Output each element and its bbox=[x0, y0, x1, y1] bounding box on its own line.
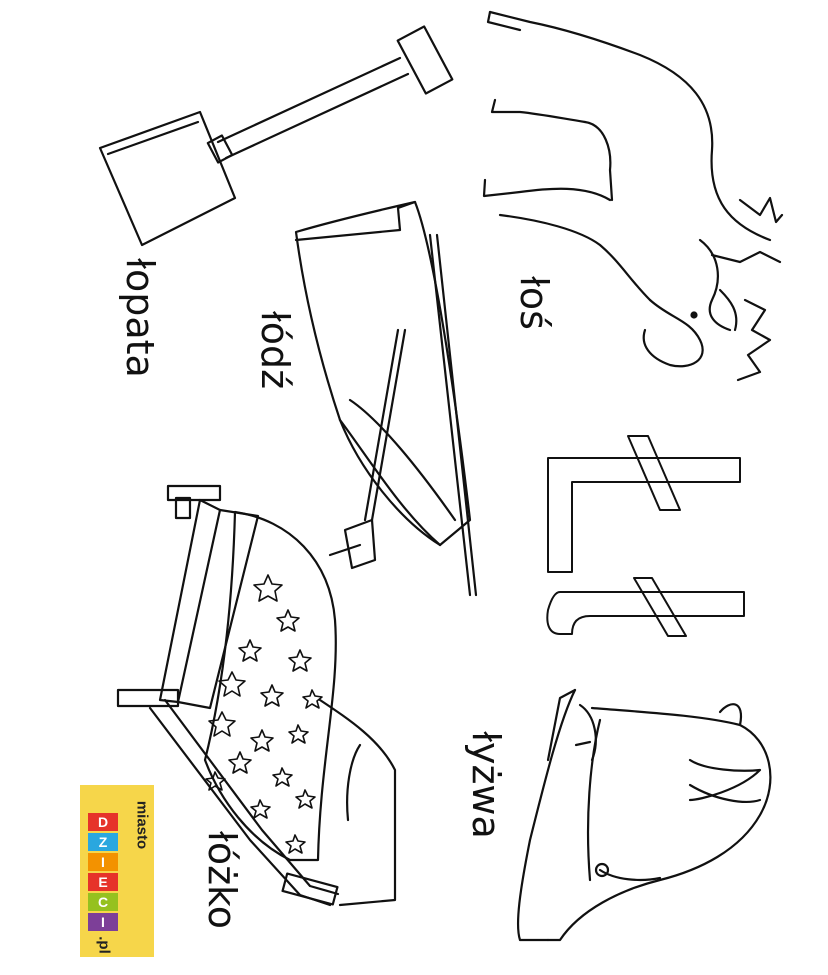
word-los: łoś bbox=[512, 276, 556, 330]
lowercase-l-stroke-letter bbox=[546, 591, 745, 635]
bed-stars bbox=[205, 574, 323, 854]
miasto-dzieci-logo: miasto D Z I E C I .pl bbox=[80, 785, 154, 957]
bed-icon bbox=[116, 484, 397, 907]
logo-letters: D Z I E C I bbox=[88, 813, 122, 933]
shovel-icon bbox=[98, 25, 454, 247]
uppercase-l-stroke-letter bbox=[547, 457, 741, 573]
logo-top-text: miasto bbox=[133, 800, 151, 850]
logo-letter: D bbox=[88, 813, 118, 831]
logo-suffix: .pl bbox=[95, 936, 113, 954]
logo-letter: E bbox=[88, 873, 118, 891]
logo-letter: C bbox=[88, 893, 118, 911]
letters-outline bbox=[546, 435, 745, 637]
ice-skate-icon bbox=[516, 688, 772, 942]
lowercase-l-stroke-slash bbox=[633, 577, 687, 637]
logo-letter: I bbox=[88, 913, 118, 931]
word-lozko: łóżko bbox=[200, 831, 244, 929]
word-lodz: łódź bbox=[253, 310, 297, 390]
elk-icon bbox=[482, 10, 784, 382]
uppercase-l-stroke-slash bbox=[627, 435, 681, 511]
logo-letter: Z bbox=[88, 833, 118, 851]
logo-letter: I bbox=[88, 853, 118, 871]
boat-icon bbox=[294, 200, 478, 597]
word-lopata: łopata bbox=[118, 258, 162, 378]
word-lyzwa: łyżwa bbox=[464, 731, 508, 839]
